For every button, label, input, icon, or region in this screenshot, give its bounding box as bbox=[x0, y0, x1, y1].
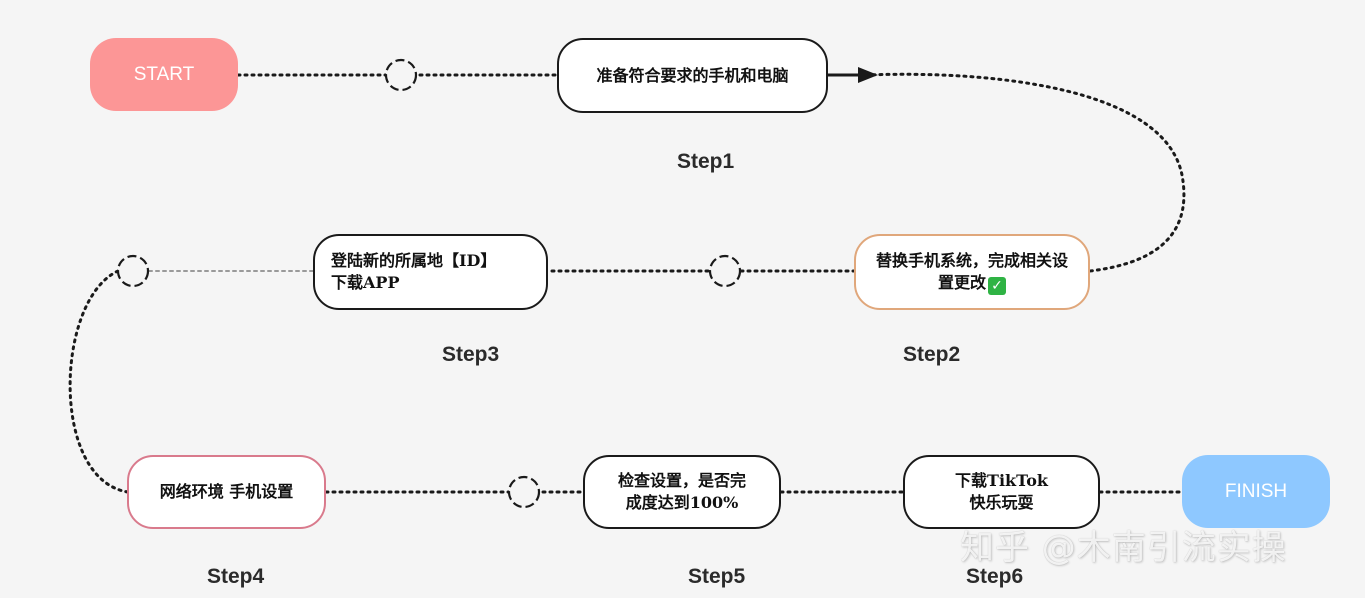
step4-text: 网络环境 手机设置 bbox=[159, 482, 294, 501]
junction-circle-2 bbox=[708, 254, 742, 288]
step5-node: 检查设置，是否完 成度达到100% bbox=[583, 455, 781, 529]
step4-node: 网络环境 手机设置 bbox=[127, 455, 326, 529]
step6-text-block: 下载TikTok 快乐玩耍 bbox=[955, 470, 1048, 514]
step1-text: 准备符合要求的手机和电脑 bbox=[596, 65, 789, 85]
connector-curve-step3-step4 bbox=[68, 269, 130, 494]
step4-label: Step4 bbox=[207, 565, 265, 588]
check-mark-icon: ✓ bbox=[988, 276, 1006, 295]
step2-label: Step2 bbox=[903, 343, 961, 366]
step1-node: 准备符合要求的手机和电脑 bbox=[557, 38, 828, 113]
step3-text-line1: 登陆新的所属地【ID】 bbox=[331, 251, 497, 270]
finish-label: FINISH bbox=[1224, 480, 1288, 502]
step6-text-line2: 快乐玩耍 bbox=[969, 493, 1034, 512]
finish-terminal: FINISH bbox=[1182, 455, 1330, 528]
step3-node: 登陆新的所属地【ID】 下载APP bbox=[313, 234, 548, 310]
start-label: START bbox=[133, 63, 195, 85]
step5-text-line2: 成度达到100% bbox=[625, 493, 739, 512]
arrow-head-icon bbox=[858, 67, 878, 83]
watermark-text: 知乎 @木南引流实操 bbox=[960, 528, 1287, 568]
junction-circle-3 bbox=[116, 254, 150, 288]
junction-circle-4 bbox=[507, 475, 541, 509]
step3-text-block: 登陆新的所属地【ID】 下载APP bbox=[331, 250, 496, 294]
step2-text: 替换手机系统，完成相关设置更改 bbox=[875, 250, 1068, 292]
step1-label: Step1 bbox=[677, 150, 735, 173]
step3-label: Step3 bbox=[442, 343, 500, 366]
step2-node: 替换手机系统，完成相关设置更改✓ bbox=[854, 234, 1090, 310]
start-terminal: START bbox=[90, 38, 238, 111]
step5-label: Step5 bbox=[688, 565, 746, 588]
step5-text-block: 检查设置，是否完 成度达到100% bbox=[618, 470, 746, 514]
step5-text-line1: 检查设置，是否完 bbox=[617, 471, 746, 490]
junction-circle-1 bbox=[384, 58, 418, 92]
step6-node: 下载TikTok 快乐玩耍 bbox=[903, 455, 1100, 529]
step3-text-line2: 下载APP bbox=[331, 273, 400, 292]
connector-curve-step1-step2 bbox=[864, 72, 1186, 273]
step6-text-line1: 下载TikTok bbox=[955, 471, 1048, 490]
step6-label: Step6 bbox=[966, 565, 1024, 588]
step2-text-wrap: 替换手机系统，完成相关设置更改✓ bbox=[870, 250, 1074, 295]
